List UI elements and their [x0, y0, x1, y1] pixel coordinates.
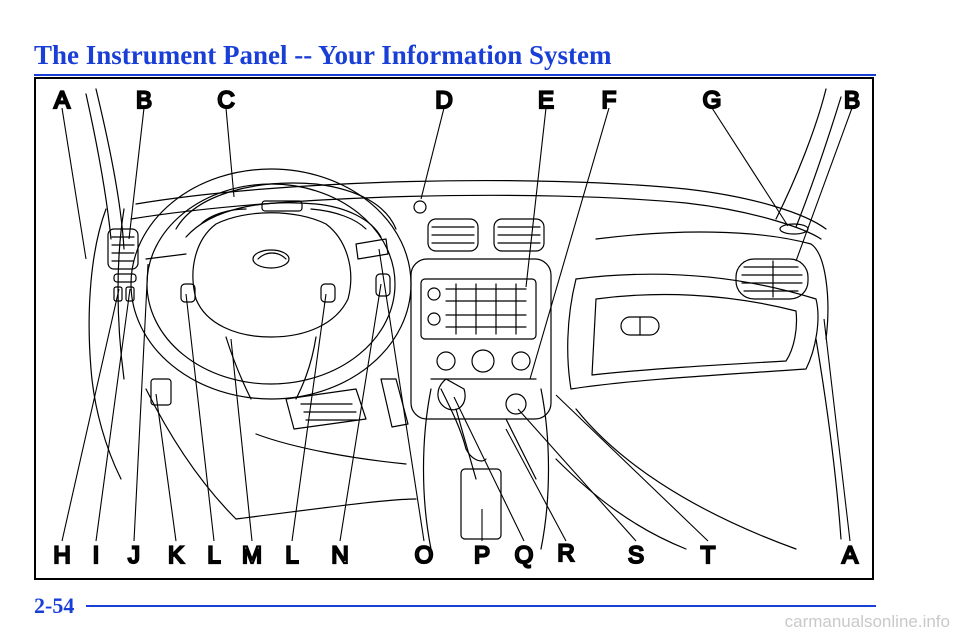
instrument-panel-figure: A B C D E F G B H I J K L M L N O P Q R … — [34, 77, 874, 580]
callout-I: I — [93, 542, 100, 569]
instrument-panel-drawing: A B C D E F G B H I J K L M L N O P Q R … — [52, 86, 861, 570]
callout-A-top: A — [54, 87, 70, 114]
callout-K: K — [168, 542, 184, 569]
page-number: 2-54 — [34, 593, 75, 618]
callout-B-top-left: B — [136, 87, 152, 114]
bottom-callouts: H I J K L M L N O P Q R S T A — [52, 539, 859, 570]
top-callouts: A B C D E F G B — [53, 86, 861, 115]
callout-G: G — [703, 87, 722, 114]
page-title: The Instrument Panel -- Your Information… — [34, 40, 612, 70]
drawing-lines — [85, 88, 842, 550]
watermark: carmanualsonline.info — [784, 612, 950, 631]
callout-leader-lines — [61, 107, 853, 542]
callout-P: P — [474, 542, 490, 569]
callout-N: N — [331, 542, 348, 569]
callout-D: D — [435, 87, 452, 114]
callout-L-left: L — [207, 542, 220, 569]
callout-E: E — [538, 87, 554, 114]
footer-rule — [86, 605, 876, 607]
callout-L-right: L — [285, 542, 298, 569]
title-rule — [34, 74, 876, 76]
callout-C: C — [217, 87, 234, 114]
callout-J: J — [128, 542, 140, 569]
callout-A-bottom: A — [842, 542, 858, 569]
callout-T: T — [701, 542, 716, 569]
callout-S: S — [628, 542, 644, 569]
callout-R: R — [557, 540, 574, 567]
callout-F: F — [602, 87, 617, 114]
callout-O: O — [415, 542, 434, 569]
callout-M: M — [242, 542, 262, 569]
callout-H: H — [53, 542, 70, 569]
callout-Q: Q — [515, 542, 534, 569]
callout-B-top-right: B — [844, 87, 860, 114]
